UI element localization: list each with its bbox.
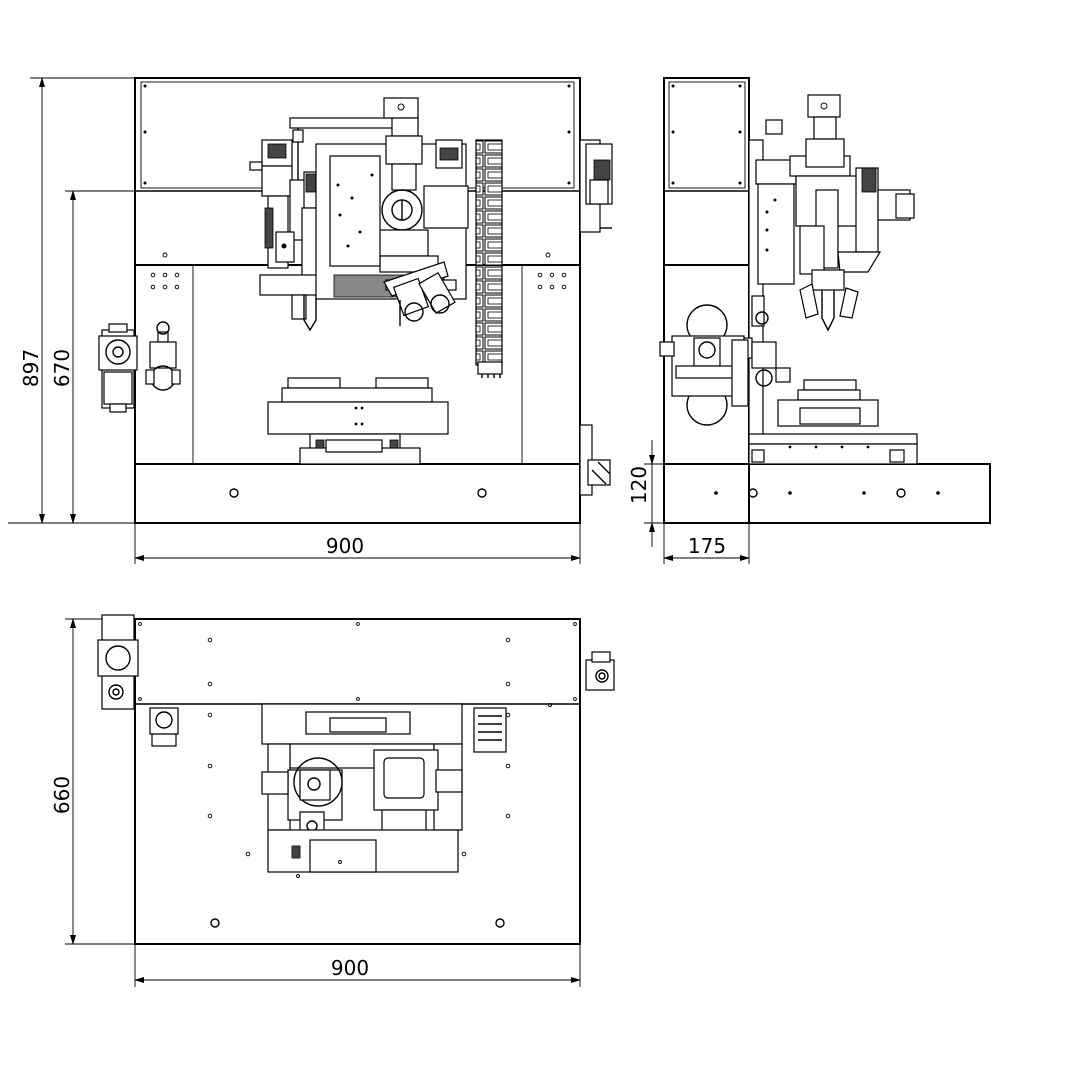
dim-top-width-900: 900 <box>331 956 369 980</box>
front-objective-turret <box>383 261 456 326</box>
front-right-bracket <box>579 139 613 496</box>
top-central-assembly <box>245 703 467 878</box>
side-base <box>663 463 991 524</box>
top-view <box>97 614 615 945</box>
side-view <box>659 77 991 524</box>
front-view <box>98 77 613 524</box>
dim-height-670: 670 <box>50 349 74 387</box>
side-air-filter <box>659 304 791 426</box>
top-cable-chain <box>473 707 507 753</box>
front-cable-chain <box>475 139 503 378</box>
dim-top-depth-660: 660 <box>50 776 74 814</box>
side-dimensions: 120 175 <box>627 440 750 564</box>
top-air-filter <box>97 614 179 747</box>
front-air-regulator <box>98 323 138 413</box>
front-stage <box>267 377 449 465</box>
front-dimensions: 897 670 900 <box>8 77 581 564</box>
dim-front-width-900: 900 <box>326 534 364 558</box>
top-right-sensor <box>585 651 615 691</box>
front-tool-head-left <box>249 128 329 332</box>
dim-side-depth-175: 175 <box>688 534 726 558</box>
dim-height-897: 897 <box>19 349 43 387</box>
top-dimensions: 660 900 <box>50 618 581 987</box>
dim-base-height-120: 120 <box>627 466 651 504</box>
right-column <box>521 264 581 465</box>
front-pressure-gauge <box>145 321 181 391</box>
